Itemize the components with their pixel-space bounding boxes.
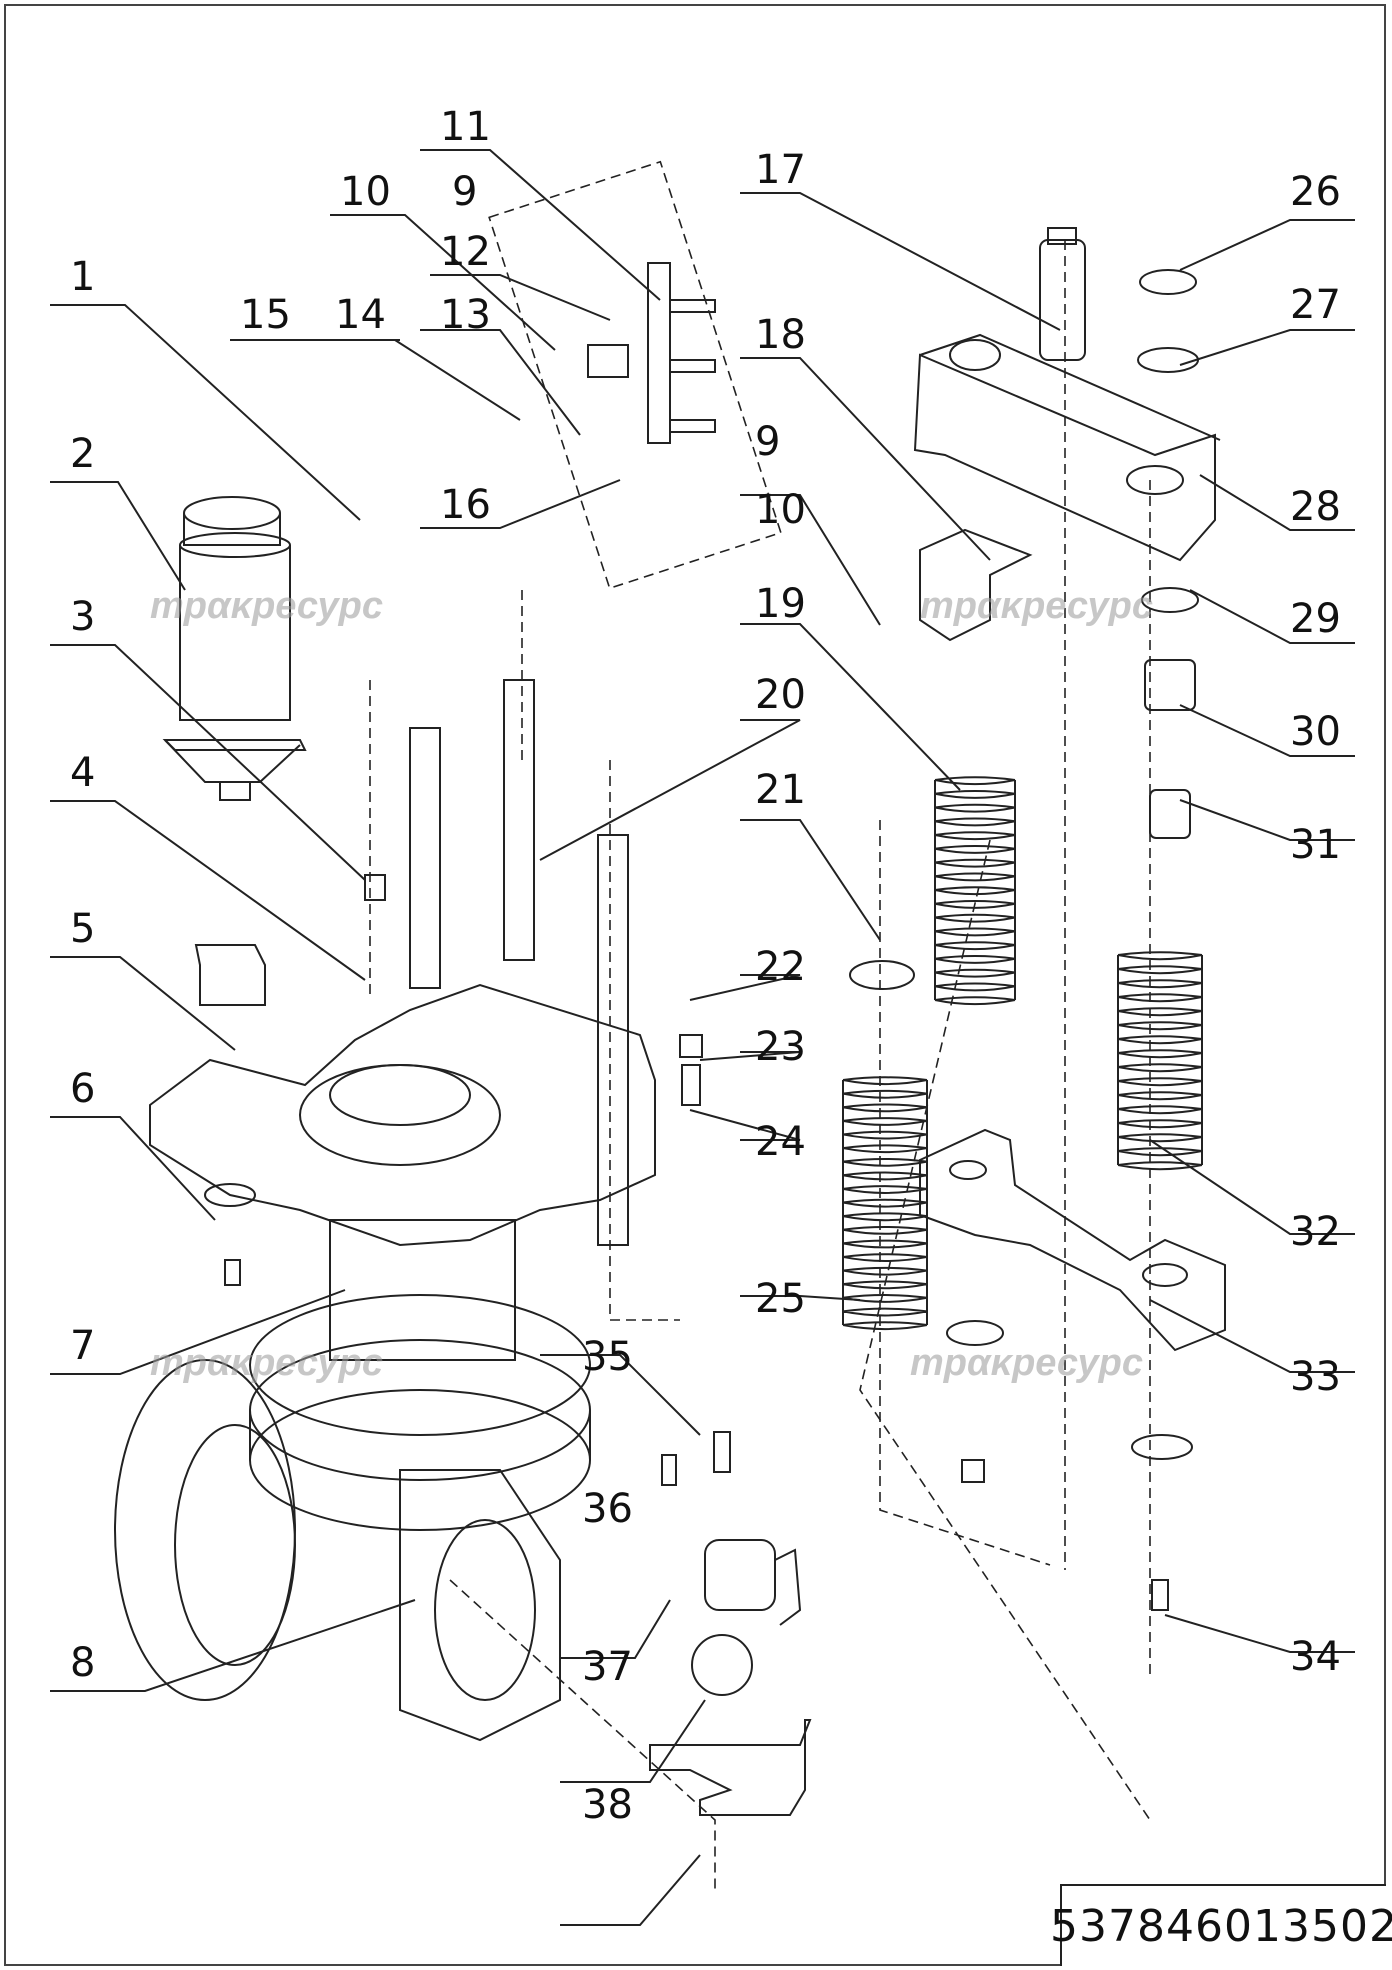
callout-18: 18 xyxy=(755,312,806,358)
callout-15: 15 xyxy=(240,292,291,338)
callout-37: 37 xyxy=(582,1644,633,1690)
callout-21: 21 xyxy=(755,767,806,813)
part-38-plate xyxy=(649,1719,812,1816)
callout-11: 11 xyxy=(440,104,491,150)
callout-28: 28 xyxy=(1290,484,1341,530)
callout-14: 14 xyxy=(335,292,386,338)
part-18-bracket xyxy=(919,528,1033,642)
leader-lines-right xyxy=(539,192,1355,1653)
callout-35: 35 xyxy=(582,1334,633,1380)
callout-8: 8 xyxy=(70,1640,95,1686)
callout-27: 27 xyxy=(1290,282,1341,328)
drawing-frame xyxy=(4,4,1386,1966)
callout-23: 23 xyxy=(755,1024,806,1070)
callout-16: 16 xyxy=(440,482,491,528)
drive-unit xyxy=(114,983,656,1742)
part-number: 537846013502 xyxy=(1050,1900,1392,1952)
part-20-shafts xyxy=(409,679,629,1246)
callout-19: 19 xyxy=(755,581,806,627)
watermark-2: трακресурс xyxy=(920,585,1153,627)
part-36-gear-motor xyxy=(691,1539,802,1696)
callout-29: 29 xyxy=(1290,596,1341,642)
callout-10: 10 xyxy=(340,169,391,215)
callout-6: 6 xyxy=(70,1066,95,1112)
callout-36: 36 xyxy=(582,1486,633,1532)
callout-labels: 1 2 3 4 5 6 7 8 9 10 11 12 13 14 15 16 1… xyxy=(70,104,1341,1828)
part-17-pin xyxy=(1039,227,1086,361)
watermarks: трακресурс трακресурс трακресурс трακрес… xyxy=(150,585,1153,1384)
assembly-paths xyxy=(369,160,1151,1890)
callout-26: 26 xyxy=(1290,169,1341,215)
part-33-arm xyxy=(919,1128,1226,1352)
callout-13: 13 xyxy=(440,292,491,338)
callout-33: 33 xyxy=(1290,1354,1341,1400)
callout-24: 24 xyxy=(755,1119,806,1165)
part-19-spring xyxy=(934,776,1016,1006)
part-32-spring xyxy=(1117,951,1203,1171)
part-number-box: 537846013502 xyxy=(1050,1884,1392,1966)
watermark-1: трακресурс xyxy=(150,585,383,627)
callout-2: 2 xyxy=(70,431,95,477)
callout-12: 12 xyxy=(440,229,491,275)
callout-9: 9 xyxy=(452,169,477,215)
part-28-block xyxy=(913,333,1221,562)
part-11-bracket xyxy=(587,262,716,444)
callout-31: 31 xyxy=(1290,822,1341,868)
part-2-motor xyxy=(162,496,307,801)
callout-4: 4 xyxy=(70,750,95,796)
small-parts xyxy=(194,269,1199,1611)
callout-7: 7 xyxy=(70,1323,95,1369)
callout-25: 25 xyxy=(755,1276,806,1322)
callout-9-repeat: 9 xyxy=(755,419,780,465)
callout-10-repeat: 10 xyxy=(755,487,806,533)
callout-34: 34 xyxy=(1290,1634,1341,1680)
callout-17: 17 xyxy=(755,147,806,193)
leader-lines xyxy=(50,149,706,1926)
callout-22: 22 xyxy=(755,944,806,990)
callout-1: 1 xyxy=(70,254,95,300)
callout-38: 38 xyxy=(582,1782,633,1828)
watermark-4: трακресурс xyxy=(910,1342,1143,1384)
callout-5: 5 xyxy=(70,906,95,952)
callout-32: 32 xyxy=(1290,1209,1341,1255)
watermark-3: трακресурс xyxy=(150,1342,383,1384)
part-25-spring xyxy=(842,1076,928,1331)
callout-30: 30 xyxy=(1290,709,1341,755)
callout-3: 3 xyxy=(70,594,95,640)
callout-20: 20 xyxy=(755,672,806,718)
